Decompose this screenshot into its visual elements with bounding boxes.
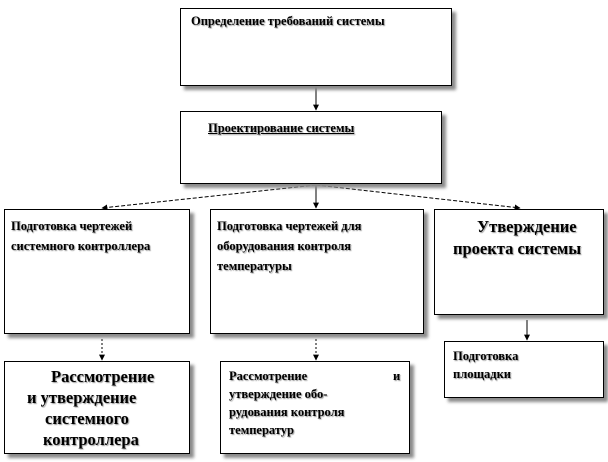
node-label-line-3: температуры [217,259,292,273]
node-requirements: Определение требований системы [180,8,452,86]
edge-design-to-approval [315,184,521,211]
node-label-line-2: и утверждение [27,388,137,407]
node-label-line-3: системного [45,409,129,428]
node-label-line-1: Утверждение [477,217,577,236]
node-label: Определение требований системы [191,14,385,28]
node-label-line-4: контроллера [43,430,139,449]
node-controller-drawings: Подготовка чертежей системного контролле… [4,209,190,334]
node-label-line-1: Подготовка [453,349,519,363]
node-label: Проектирование системы [208,121,355,135]
node-label-line-2: проекта системы [453,239,582,258]
edge-design-to-controller-drawings [101,184,317,211]
node-site-preparation: Подготовка площадки [444,341,604,398]
node-temperature-review: Рассмотрение и утверждение обо- рудовани… [220,361,410,454]
node-controller-review: Рассмотрение и утверждение системного ко… [4,361,190,454]
node-label-line-2: оборудования контроля [217,239,351,253]
node-label-line-1: Рассмотрение [51,367,155,386]
node-label-line-4: температур [229,423,295,437]
node-label-line-1: Рассмотрение [229,369,308,383]
node-label-line-2: площадки [453,367,511,381]
node-label-line-2: системного контроллера [11,239,151,253]
node-approval: Утверждение проекта системы [434,209,604,315]
node-temperature-drawings: Подготовка чертежей для оборудования кон… [210,209,424,334]
node-label-line-1: Подготовка чертежей для [217,219,362,233]
node-label-line-3: рудования контроля [229,405,345,419]
node-label-line-1: Подготовка чертежей [11,219,133,233]
node-label-line-2: утверждение обо- [229,387,328,401]
node-label-line-1-end: и [393,369,401,383]
node-design: Проектирование системы [180,111,442,184]
